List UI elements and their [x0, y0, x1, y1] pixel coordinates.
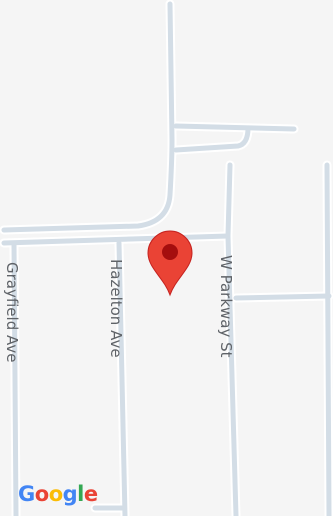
road-far-east [324, 162, 332, 516]
road-loop-east [173, 125, 251, 153]
marker-body [147, 230, 193, 297]
logo-letter: o [34, 482, 49, 506]
road-east-spur [233, 293, 332, 301]
logo-letter: e [83, 482, 98, 506]
road-curve-north [1, 1, 175, 233]
logo-letter: o [48, 482, 63, 506]
logo-letter: l [77, 482, 84, 506]
map-pin-icon[interactable] [145, 228, 195, 298]
road-w-parkway-st [225, 162, 239, 516]
street-label-w-parkway-st: W Parkway St [217, 255, 235, 358]
marker-center-dot [162, 244, 178, 260]
street-label-grayfield-ave: Grayfield Ave [3, 262, 21, 363]
google-logo: Google [18, 484, 98, 505]
road-hazelton-ave [116, 240, 128, 516]
road-cross-street [1, 233, 231, 246]
street-label-hazelton-ave: Hazelton Ave [107, 259, 125, 358]
road-upper-east [173, 123, 297, 132]
logo-letter: G [18, 482, 35, 506]
logo-letter: g [62, 482, 78, 506]
road-grayfield-ave [11, 240, 19, 516]
